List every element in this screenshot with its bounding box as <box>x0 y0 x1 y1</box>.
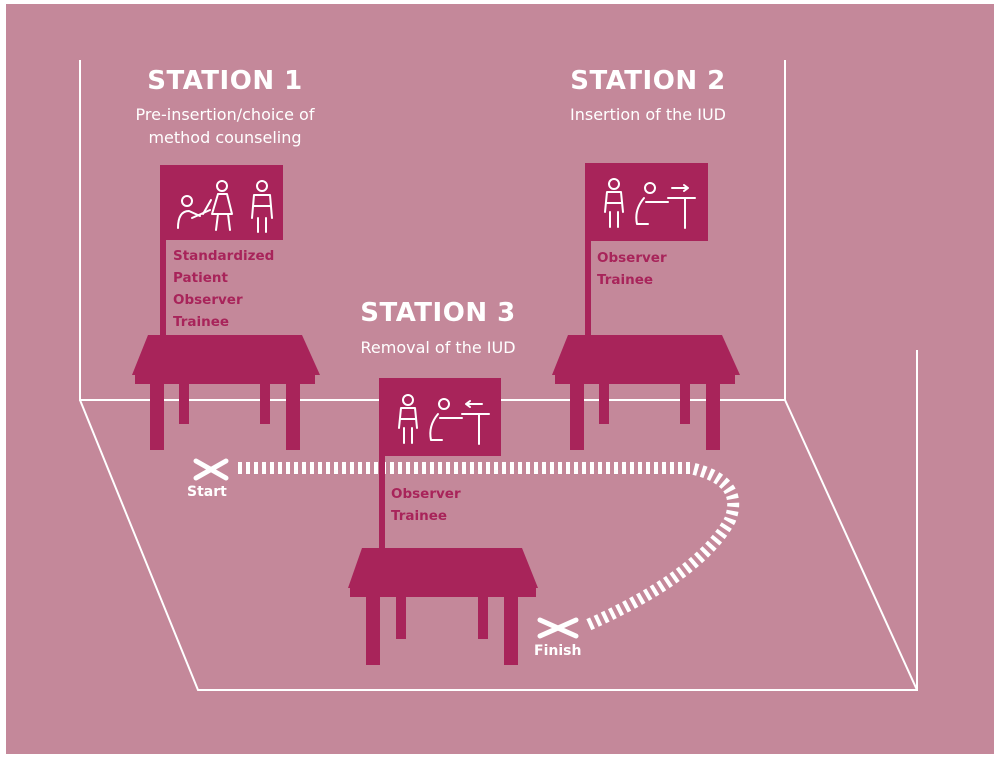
station-3-title: STATION 3 <box>360 298 516 328</box>
station-1-subtitle: Pre-insertion/choice of method counselin… <box>100 103 350 149</box>
station-1-table <box>132 335 320 450</box>
role-label: Standardized <box>173 248 275 264</box>
station-3-roles: Observer Trainee <box>391 483 461 527</box>
station-2-title: STATION 2 <box>570 66 726 96</box>
finish-label: Finish <box>534 643 582 659</box>
station-3-subtitle: Removal of the IUD <box>313 336 563 359</box>
station-2-flag-pole <box>585 163 591 338</box>
station-1-title: STATION 1 <box>147 66 303 96</box>
start-x-icon <box>193 458 229 481</box>
finish-x-icon <box>537 617 579 639</box>
floor-outline <box>79 350 918 691</box>
station-1-flag-banner <box>166 165 283 240</box>
role-label: Observer <box>173 292 243 308</box>
station-3-flag-pole <box>379 378 385 553</box>
role-label: Trainee <box>173 314 230 330</box>
station-1-flag <box>160 165 283 340</box>
station-1-subtitle-line: Pre-insertion/choice of <box>135 105 315 124</box>
station-2-table <box>552 335 740 450</box>
role-label: Patient <box>173 270 228 286</box>
station-2-subtitle: Insertion of the IUD <box>523 103 773 126</box>
station-3-flag <box>379 378 501 553</box>
station-3-subtitle-line: Removal of the IUD <box>360 338 516 357</box>
role-label: Trainee <box>597 272 654 288</box>
station-2-flag <box>585 163 708 338</box>
role-label: Observer <box>391 486 461 502</box>
station-1-flag-pole <box>160 165 166 340</box>
people-insertion-icon <box>604 178 696 229</box>
role-label: Observer <box>597 250 667 266</box>
start-label: Start <box>187 484 227 500</box>
people-removal-icon <box>398 394 490 445</box>
station-1-subtitle-line: method counseling <box>148 128 302 147</box>
people-counseling-icon <box>177 180 273 233</box>
role-label: Trainee <box>391 508 448 524</box>
station-2-roles: Observer Trainee <box>597 247 667 291</box>
station-1-roles: Standardized Patient Observer Trainee <box>173 245 274 333</box>
floor-right-edge <box>784 399 918 691</box>
station-3-table <box>348 548 538 665</box>
station-2-subtitle-line: Insertion of the IUD <box>570 105 726 124</box>
